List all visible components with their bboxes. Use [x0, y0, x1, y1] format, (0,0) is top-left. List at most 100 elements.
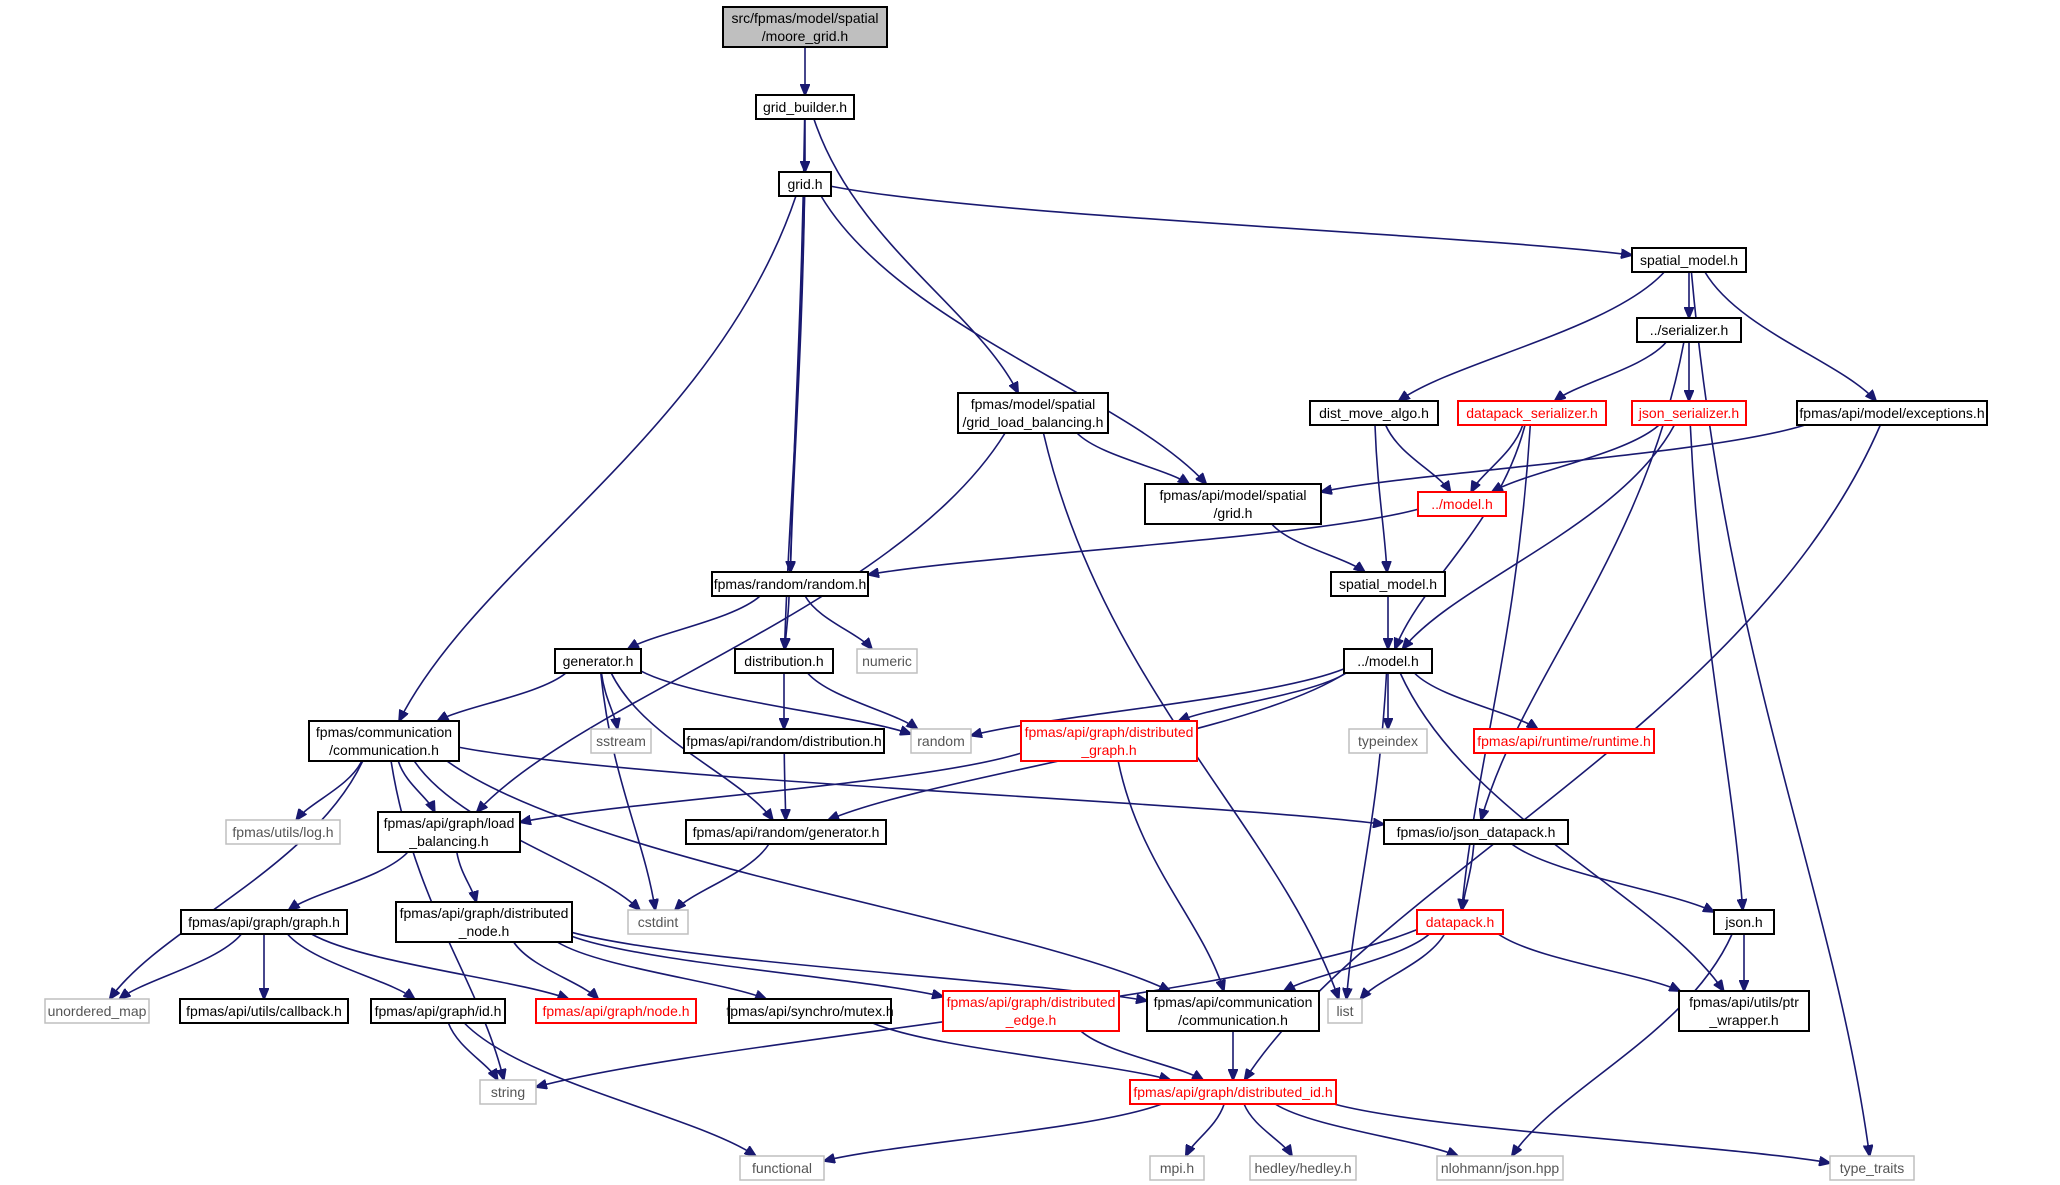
node-label: fpmas/api/runtime/runtime.h — [1477, 733, 1651, 749]
node-dist-edge[interactable]: fpmas/api/graph/distributed_edge.h — [942, 990, 1120, 1032]
node-typeindex: typeindex — [1348, 728, 1428, 754]
node-box — [1129, 1079, 1337, 1105]
node-box — [1330, 571, 1446, 597]
node-spatial-model2[interactable]: spatial_model.h — [1330, 571, 1446, 597]
node-mpi: mpi.h — [1149, 1155, 1205, 1181]
node-dist-node[interactable]: fpmas/api/graph/distributed_node.h — [395, 901, 573, 943]
node-grid-lb[interactable]: fpmas/model/spatial/grid_load_balancing.… — [957, 392, 1109, 434]
edge-generator-to-api_gen — [610, 672, 773, 820]
node-comm[interactable]: fpmas/communication/communication.h — [308, 720, 460, 762]
node-box — [1020, 720, 1198, 762]
edge-model_red-to-random — [868, 508, 1419, 574]
node-mutex[interactable]: fpmas/api/synchro/mutex.h — [726, 998, 894, 1024]
node-api-grid[interactable]: fpmas/api/model/spatial/grid.h — [1144, 483, 1322, 525]
edge-serializer-to-json_datapack — [1481, 341, 1685, 820]
node-datapack-ser[interactable]: datapack_serializer.h — [1457, 400, 1607, 426]
node-box — [728, 998, 892, 1024]
node-serializer[interactable]: ../serializer.h — [1636, 317, 1742, 343]
node-grid[interactable]: grid.h — [778, 171, 832, 197]
node-box — [1473, 728, 1655, 754]
node-label: cstdint — [638, 914, 679, 930]
edge-api_lb-to-graph_h — [289, 851, 409, 910]
node-distribution[interactable]: distribution.h — [734, 648, 834, 674]
node-label: /moore_grid.h — [762, 28, 848, 44]
edge-graph_h-to-unordered_map — [120, 933, 243, 999]
edge-dist_id-to-type_traits — [1333, 1103, 1830, 1163]
node-datapack[interactable]: datapack.h — [1416, 909, 1504, 935]
node-numeric: numeric — [856, 648, 918, 674]
node-box — [479, 1079, 537, 1105]
node-label: fpmas/api/graph/distributed — [400, 905, 569, 921]
node-label: fpmas/api/model/exceptions.h — [1799, 405, 1984, 421]
edge-model2-to-random_std — [971, 668, 1345, 736]
node-label: fpmas/random/random.h — [714, 576, 867, 592]
node-api-gen[interactable]: fpmas/api/random/generator.h — [685, 819, 887, 845]
node-label: fpmas/api/graph/distributed — [1025, 724, 1194, 740]
node-dist-move[interactable]: dist_move_algo.h — [1309, 400, 1439, 426]
node-grid-builder[interactable]: grid_builder.h — [755, 94, 855, 120]
node-type-traits: type_traits — [1829, 1155, 1915, 1181]
node-label: fpmas/api/random/generator.h — [693, 824, 880, 840]
node-box — [308, 720, 460, 762]
edge-datapack-to-api_comm — [1284, 933, 1430, 991]
node-label: fpmas/api/model/spatial — [1159, 487, 1306, 503]
node-box — [856, 648, 918, 674]
node-dist-id[interactable]: fpmas/api/graph/distributed_id.h — [1129, 1079, 1337, 1105]
node-api-lb[interactable]: fpmas/api/graph/load_balancing.h — [377, 811, 521, 853]
node-json-ser[interactable]: json_serializer.h — [1631, 400, 1747, 426]
node-box — [1457, 400, 1607, 426]
node-label: /grid_load_balancing.h — [963, 414, 1104, 430]
edge-grid_lb-to-api_grid — [1076, 432, 1189, 484]
node-runtime[interactable]: fpmas/api/runtime/runtime.h — [1473, 728, 1655, 754]
node-box — [377, 811, 521, 853]
node-label: datapack_serializer.h — [1466, 405, 1598, 421]
node-box — [755, 94, 855, 120]
node-api-random-dist[interactable]: fpmas/api/random/distribution.h — [683, 728, 885, 754]
node-spatial-model-top[interactable]: spatial_model.h — [1631, 247, 1747, 273]
node-random[interactable]: fpmas/random/random.h — [711, 571, 869, 597]
node-json-datapack[interactable]: fpmas/io/json_datapack.h — [1383, 819, 1569, 845]
node-label: fpmas/api/synchro/mutex.h — [726, 1003, 893, 1019]
node-dist-graph[interactable]: fpmas/api/graph/distributed _graph.h — [1020, 720, 1198, 762]
edge-datapack_ser-to-model2 — [1395, 424, 1526, 649]
node-label: _graph.h — [1080, 742, 1136, 758]
edge-spatial_model_top-to-type_traits — [1690, 271, 1869, 1156]
edge-comm-to-utils_log — [296, 760, 363, 820]
node-model-red[interactable]: ../model.h — [1417, 491, 1507, 517]
edge-api_gen-to-cstdint — [675, 843, 770, 910]
node-model2[interactable]: ../model.h — [1343, 648, 1433, 674]
node-box — [1713, 909, 1775, 935]
node-box — [722, 6, 888, 48]
node-json-h[interactable]: json.h — [1713, 909, 1775, 935]
node-generator[interactable]: generator.h — [554, 648, 642, 674]
node-exceptions[interactable]: fpmas/api/model/exceptions.h — [1796, 400, 1988, 426]
node-graph-h[interactable]: fpmas/api/graph/graph.h — [180, 909, 348, 935]
node-label: fpmas/model/spatial — [971, 396, 1096, 412]
node-node-h[interactable]: fpmas/api/graph/node.h — [535, 998, 697, 1024]
node-ptr-wrapper[interactable]: fpmas/api/utils/ptr_wrapper.h — [1678, 990, 1810, 1032]
node-box — [1327, 998, 1363, 1024]
node-box — [739, 1155, 825, 1181]
node-box — [180, 909, 348, 935]
node-api-comm[interactable]: fpmas/api/communication/communication.h — [1146, 990, 1320, 1032]
node-moore[interactable]: src/fpmas/model/spatial/moore_grid.h — [722, 6, 888, 48]
node-label: json_serializer.h — [1638, 405, 1739, 421]
node-label: unordered_map — [48, 1003, 147, 1019]
node-box — [1417, 491, 1507, 517]
node-id-h[interactable]: fpmas/api/graph/id.h — [370, 998, 506, 1024]
node-box — [590, 728, 652, 754]
node-box — [910, 728, 972, 754]
node-box — [1436, 1155, 1564, 1181]
node-callback[interactable]: fpmas/api/utils/callback.h — [179, 998, 349, 1024]
node-box — [1829, 1155, 1915, 1181]
edge-dist_edge-to-dist_id — [1080, 1030, 1203, 1080]
node-label: sstream — [596, 733, 646, 749]
node-label: distribution.h — [744, 653, 823, 669]
node-label: spatial_model.h — [1339, 576, 1437, 592]
node-label: spatial_model.h — [1640, 252, 1738, 268]
node-box — [1309, 400, 1439, 426]
node-label: fpmas/api/graph/id.h — [375, 1003, 502, 1019]
node-label: functional — [752, 1160, 812, 1176]
edge-grid-to-comm — [399, 195, 797, 721]
